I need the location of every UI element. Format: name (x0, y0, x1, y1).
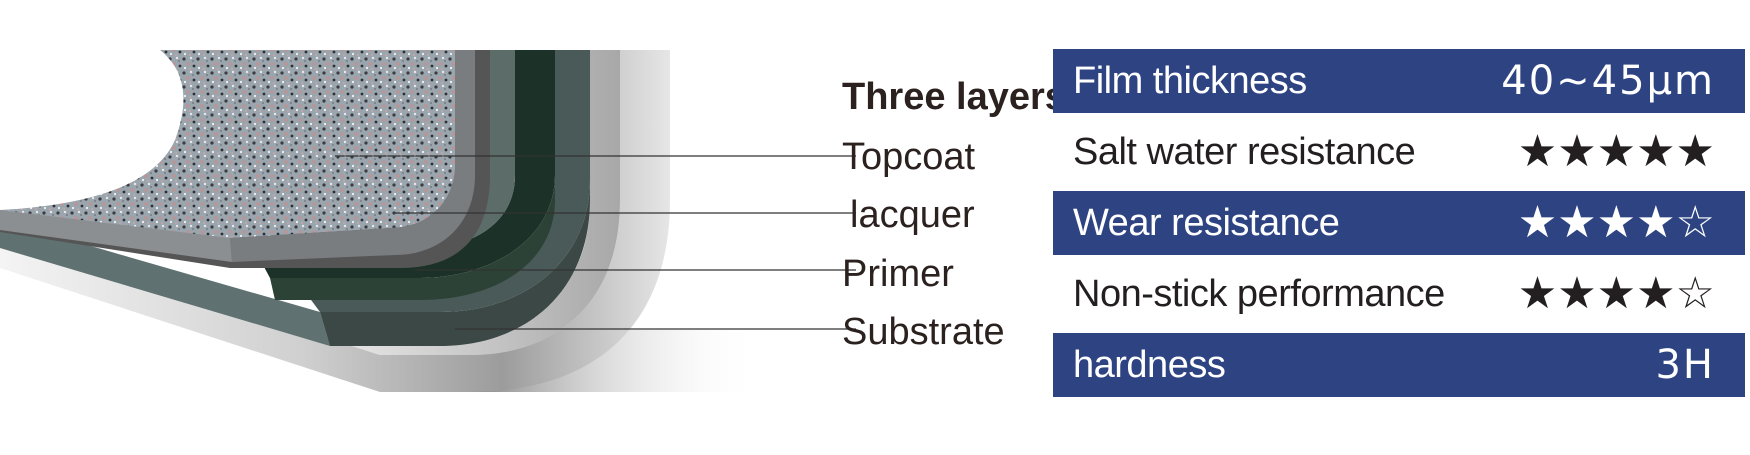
spec-row-non-stick-performance: Non-stick performance ★★★★☆ (1053, 262, 1745, 326)
layer-label-lacquer: lacquer (850, 194, 975, 236)
spec-row-film-thickness: Film thickness 40~45μm (1053, 49, 1745, 113)
spec-label: Salt water resistance (1073, 130, 1416, 173)
spec-label: hardness (1073, 343, 1226, 386)
coating-layers-illustration (0, 50, 856, 392)
layer-label-primer: Primer (842, 253, 954, 295)
layer-label-topcoat: Topcoat (842, 136, 976, 178)
star-rating: ★★★★★ (1517, 126, 1715, 177)
spec-row-hardness: hardness 3H (1053, 333, 1745, 397)
spec-row-salt-water-resistance: Salt water resistance ★★★★★ (1053, 120, 1745, 184)
spec-label: Non-stick performance (1073, 272, 1445, 315)
layer-label-substrate: Substrate (842, 311, 1005, 353)
substrate-layer (0, 50, 670, 392)
diagram-heading: Three layers (842, 76, 1066, 118)
star-rating: ★★★★☆ (1517, 197, 1715, 248)
spec-value: 40~45μm (1501, 58, 1715, 104)
spec-table: Film thickness 40~45μm Salt water resist… (1053, 49, 1745, 404)
spec-value: 3H (1655, 342, 1715, 388)
spec-row-wear-resistance: Wear resistance ★★★★☆ (1053, 191, 1745, 255)
spec-label: Film thickness (1073, 59, 1307, 102)
primer-layer (0, 220, 330, 346)
spec-label: Wear resistance (1073, 201, 1340, 244)
star-rating: ★★★★☆ (1517, 268, 1715, 319)
